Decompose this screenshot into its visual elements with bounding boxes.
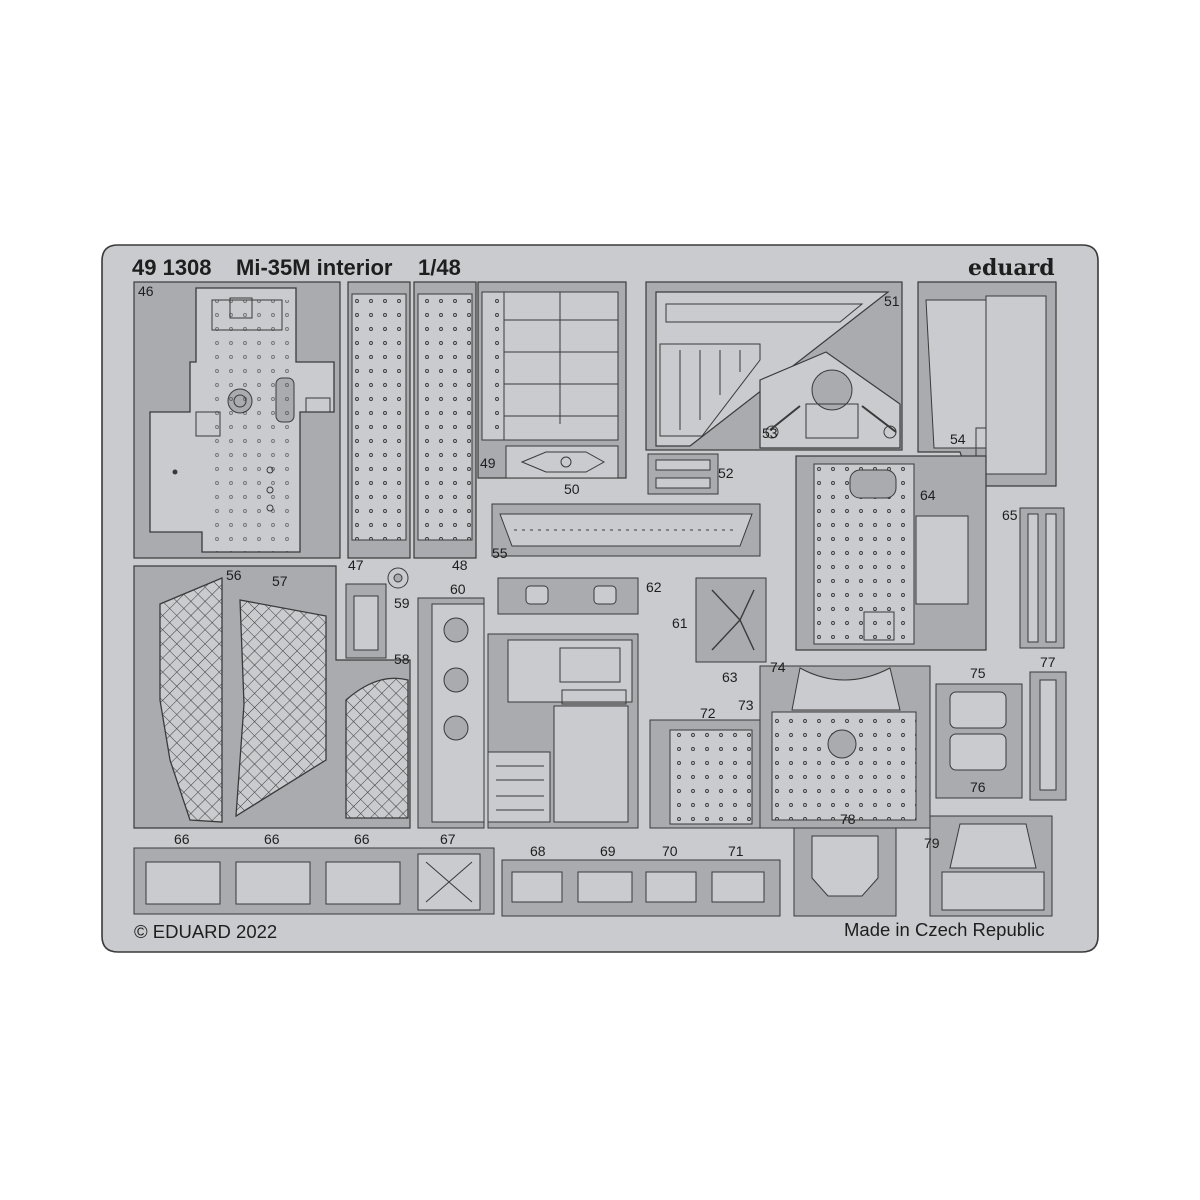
part-number: 74 — [770, 659, 786, 675]
kit-title: Mi-35M interior — [236, 255, 393, 280]
part-47 — [347, 281, 411, 559]
part-number: 49 — [480, 455, 496, 471]
part-75-76 — [935, 683, 1023, 799]
part-number: 55 — [492, 545, 508, 561]
part-number: 63 — [722, 669, 738, 685]
part-50 — [505, 445, 619, 479]
part-number: 76 — [970, 779, 986, 795]
part-60-61-67 — [417, 597, 639, 829]
part-48 — [413, 281, 477, 559]
part-52 — [647, 453, 719, 495]
origin-text: Made in Czech Republic — [844, 919, 1045, 940]
copyright-text: © EDUARD 2022 — [134, 921, 277, 942]
part-number: 67 — [440, 831, 456, 847]
part-number: 47 — [348, 557, 364, 573]
kit-scale: 1/48 — [418, 255, 461, 280]
part-55 — [491, 503, 761, 557]
part-78 — [793, 827, 897, 917]
part-number: 72 — [700, 705, 716, 721]
part-number: 51 — [884, 293, 900, 309]
part-53 — [759, 351, 901, 449]
part-number: 61 — [672, 615, 688, 631]
part-65 — [1019, 507, 1065, 649]
part-number-labels: 46 47 48 49 50 51 52 53 54 55 56 57 58 5… — [138, 283, 1056, 859]
part-72 — [649, 719, 761, 829]
part-number: 64 — [920, 487, 936, 503]
part-number: 66 — [354, 831, 370, 847]
part-77 — [1029, 671, 1067, 801]
part-number: 52 — [718, 465, 734, 481]
part-number: 60 — [450, 581, 466, 597]
part-number: 78 — [840, 811, 856, 827]
part-49 — [477, 281, 627, 479]
part-number: 53 — [762, 425, 778, 441]
part-number: 66 — [174, 831, 190, 847]
part-66-row — [133, 847, 495, 915]
part-number: 46 — [138, 283, 154, 299]
eduard-logo: eduard — [968, 255, 1055, 281]
part-number: 58 — [394, 651, 410, 667]
part-number: 68 — [530, 843, 546, 859]
part-46 — [133, 281, 341, 559]
part-59 — [345, 567, 409, 659]
part-number: 66 — [264, 831, 280, 847]
part-68-71-row — [501, 859, 781, 917]
part-63 — [695, 577, 767, 663]
part-number: 73 — [738, 697, 754, 713]
part-number: 77 — [1040, 654, 1056, 670]
part-number: 57 — [272, 573, 288, 589]
part-79 — [929, 815, 1053, 917]
part-number: 70 — [662, 843, 678, 859]
part-number: 50 — [564, 481, 580, 497]
part-number: 54 — [950, 431, 966, 447]
part-number: 69 — [600, 843, 616, 859]
part-73-74 — [759, 665, 931, 829]
set-code: 49 1308 — [132, 255, 212, 280]
part-56-57-58 — [133, 565, 411, 829]
part-number: 75 — [970, 665, 986, 681]
part-number: 65 — [1002, 507, 1018, 523]
part-number: 56 — [226, 567, 242, 583]
part-number: 62 — [646, 579, 662, 595]
part-64 — [795, 455, 987, 651]
part-54 — [917, 281, 1057, 487]
part-number: 59 — [394, 595, 410, 611]
part-number: 79 — [924, 835, 940, 851]
part-number: 71 — [728, 843, 744, 859]
part-number: 48 — [452, 557, 468, 573]
part-62 — [497, 577, 639, 615]
